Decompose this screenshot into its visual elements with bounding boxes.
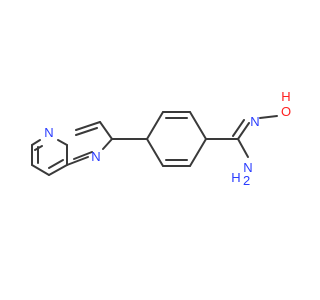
bond — [99, 121, 113, 140]
hydroxyl-hydrogen-label: H — [281, 89, 290, 104]
bond — [57, 139, 68, 146]
imidazole-nitrogen-label: N — [91, 149, 100, 164]
bond — [146, 111, 164, 140]
bond — [237, 122, 250, 140]
bond — [146, 138, 164, 167]
amine-subscript-label: 2 — [243, 173, 250, 188]
structure-canvas: N N N O H N H 2 — [31, 89, 292, 188]
imine-nitrogen-label: N — [250, 114, 259, 129]
bond — [232, 119, 245, 137]
bond — [237, 138, 249, 158]
bond — [189, 138, 207, 167]
amine-nitrogen-label: N — [243, 160, 252, 175]
bond — [189, 111, 207, 140]
bridgehead-nitrogen-label: N — [44, 125, 53, 140]
bond — [48, 164, 68, 176]
bond — [66, 156, 89, 166]
bond — [73, 151, 93, 160]
bond — [48, 159, 64, 169]
bond — [259, 115, 278, 119]
bond — [34, 145, 43, 151]
bond — [102, 138, 113, 150]
molecule-drawing: N N N O H N H 2 — [31, 89, 291, 188]
bond — [75, 127, 98, 136]
amine-hydrogen-label: H — [231, 170, 240, 185]
hydroxyl-oxygen-label: O — [281, 104, 291, 119]
bond — [31, 164, 50, 176]
bond — [75, 121, 101, 131]
bond — [31, 139, 41, 146]
